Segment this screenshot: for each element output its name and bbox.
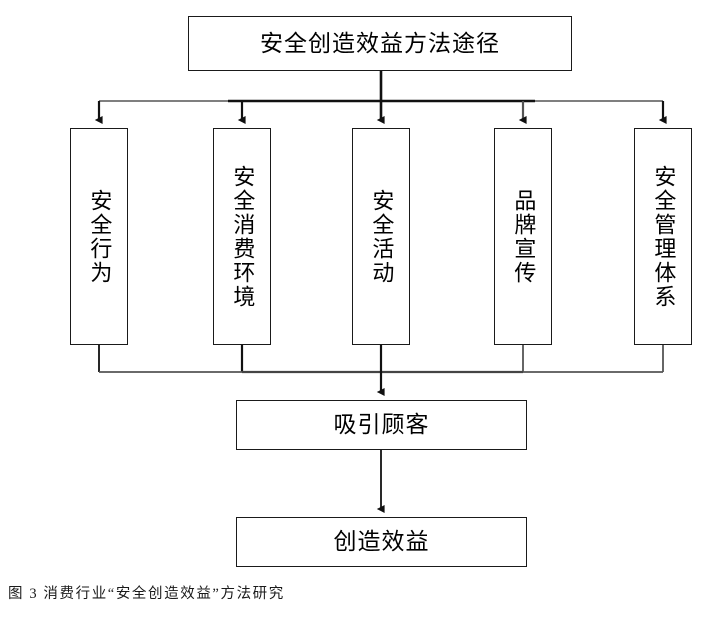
node-create-benefit[interactable]: 创造效益 — [236, 517, 527, 567]
node-branch-4-label: 安全管理体系 — [651, 164, 677, 309]
node-branch-safety-behavior[interactable]: 安全行为 — [70, 128, 128, 345]
node-branch-1-label: 安全消费环境 — [230, 164, 256, 309]
node-create-benefit-label: 创造效益 — [333, 528, 430, 555]
node-title[interactable]: 安全创造效益方法途径 — [188, 16, 572, 71]
node-title-label: 安全创造效益方法途径 — [260, 29, 500, 56]
node-attract-customers[interactable]: 吸引顾客 — [236, 400, 527, 450]
node-branch-safe-consumption-environment[interactable]: 安全消费环境 — [213, 128, 271, 345]
node-branch-2-label: 安全活动 — [369, 188, 395, 285]
node-branch-brand-promotion[interactable]: 品牌宣传 — [494, 128, 552, 345]
node-branch-safety-activities[interactable]: 安全活动 — [352, 128, 410, 345]
node-branch-safety-management-system[interactable]: 安全管理体系 — [634, 128, 692, 345]
node-attract-customers-label: 吸引顾客 — [333, 411, 430, 438]
node-branch-3-label: 品牌宣传 — [511, 188, 537, 285]
figure-caption: 图 3 消费行业“安全创造效益”方法研究 — [8, 586, 285, 602]
node-branch-0-label: 安全行为 — [87, 188, 113, 285]
